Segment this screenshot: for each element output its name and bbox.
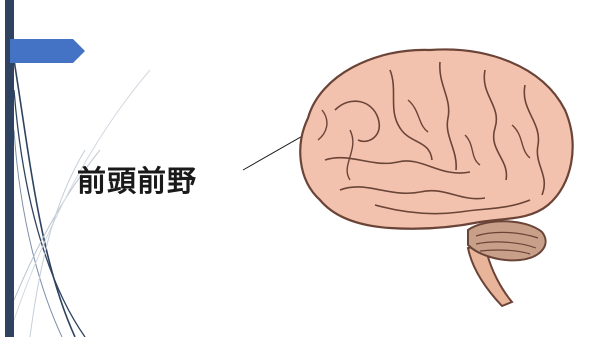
left-accent-bar	[5, 0, 14, 337]
tab-arrow-icon	[10, 39, 85, 63]
brain-region-label: 前頭前野	[77, 164, 198, 198]
brain-illustration-icon	[299, 48, 574, 308]
